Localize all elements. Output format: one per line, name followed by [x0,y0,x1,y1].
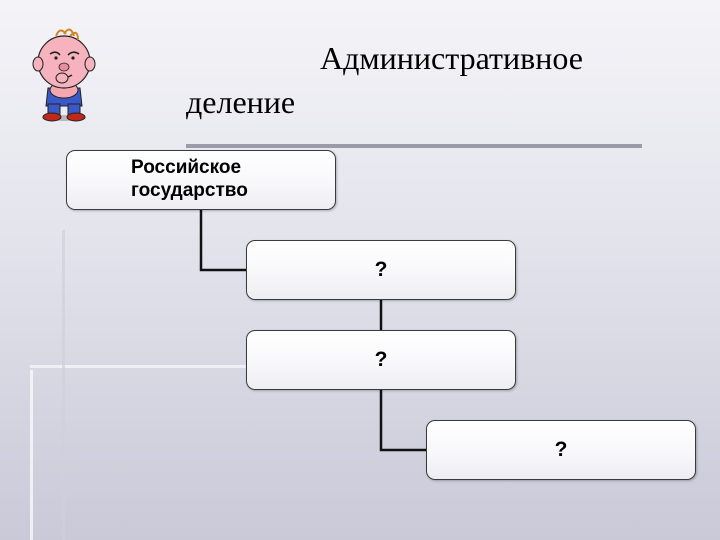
connector-level-2-to-level-3 [379,390,426,452]
level-1-node-label: ? [374,258,388,281]
slide-title-line-2: деление [186,84,296,120]
connector-root-to-level-1 [199,210,246,272]
level-3-node-label: ? [554,438,568,461]
title-underline [186,144,642,148]
level-2-node-label: ? [374,348,388,371]
slide-title-line-1: Административное [320,40,583,76]
level-1-node: ? [246,240,516,300]
accent-line-horizontal [30,365,260,368]
level-3-node: ? [426,420,696,480]
thinking-kid-icon [32,28,96,122]
accent-line-vertical-2 [62,230,65,540]
root-node-russian-state: Российское государство [66,150,336,210]
root-node-label: Российское государство [131,157,248,203]
root-node-label-line-1: Российское [131,157,242,179]
accent-line-vertical [30,370,33,540]
root-node-label-line-2: государство [131,180,248,201]
level-2-node: ? [246,330,516,390]
